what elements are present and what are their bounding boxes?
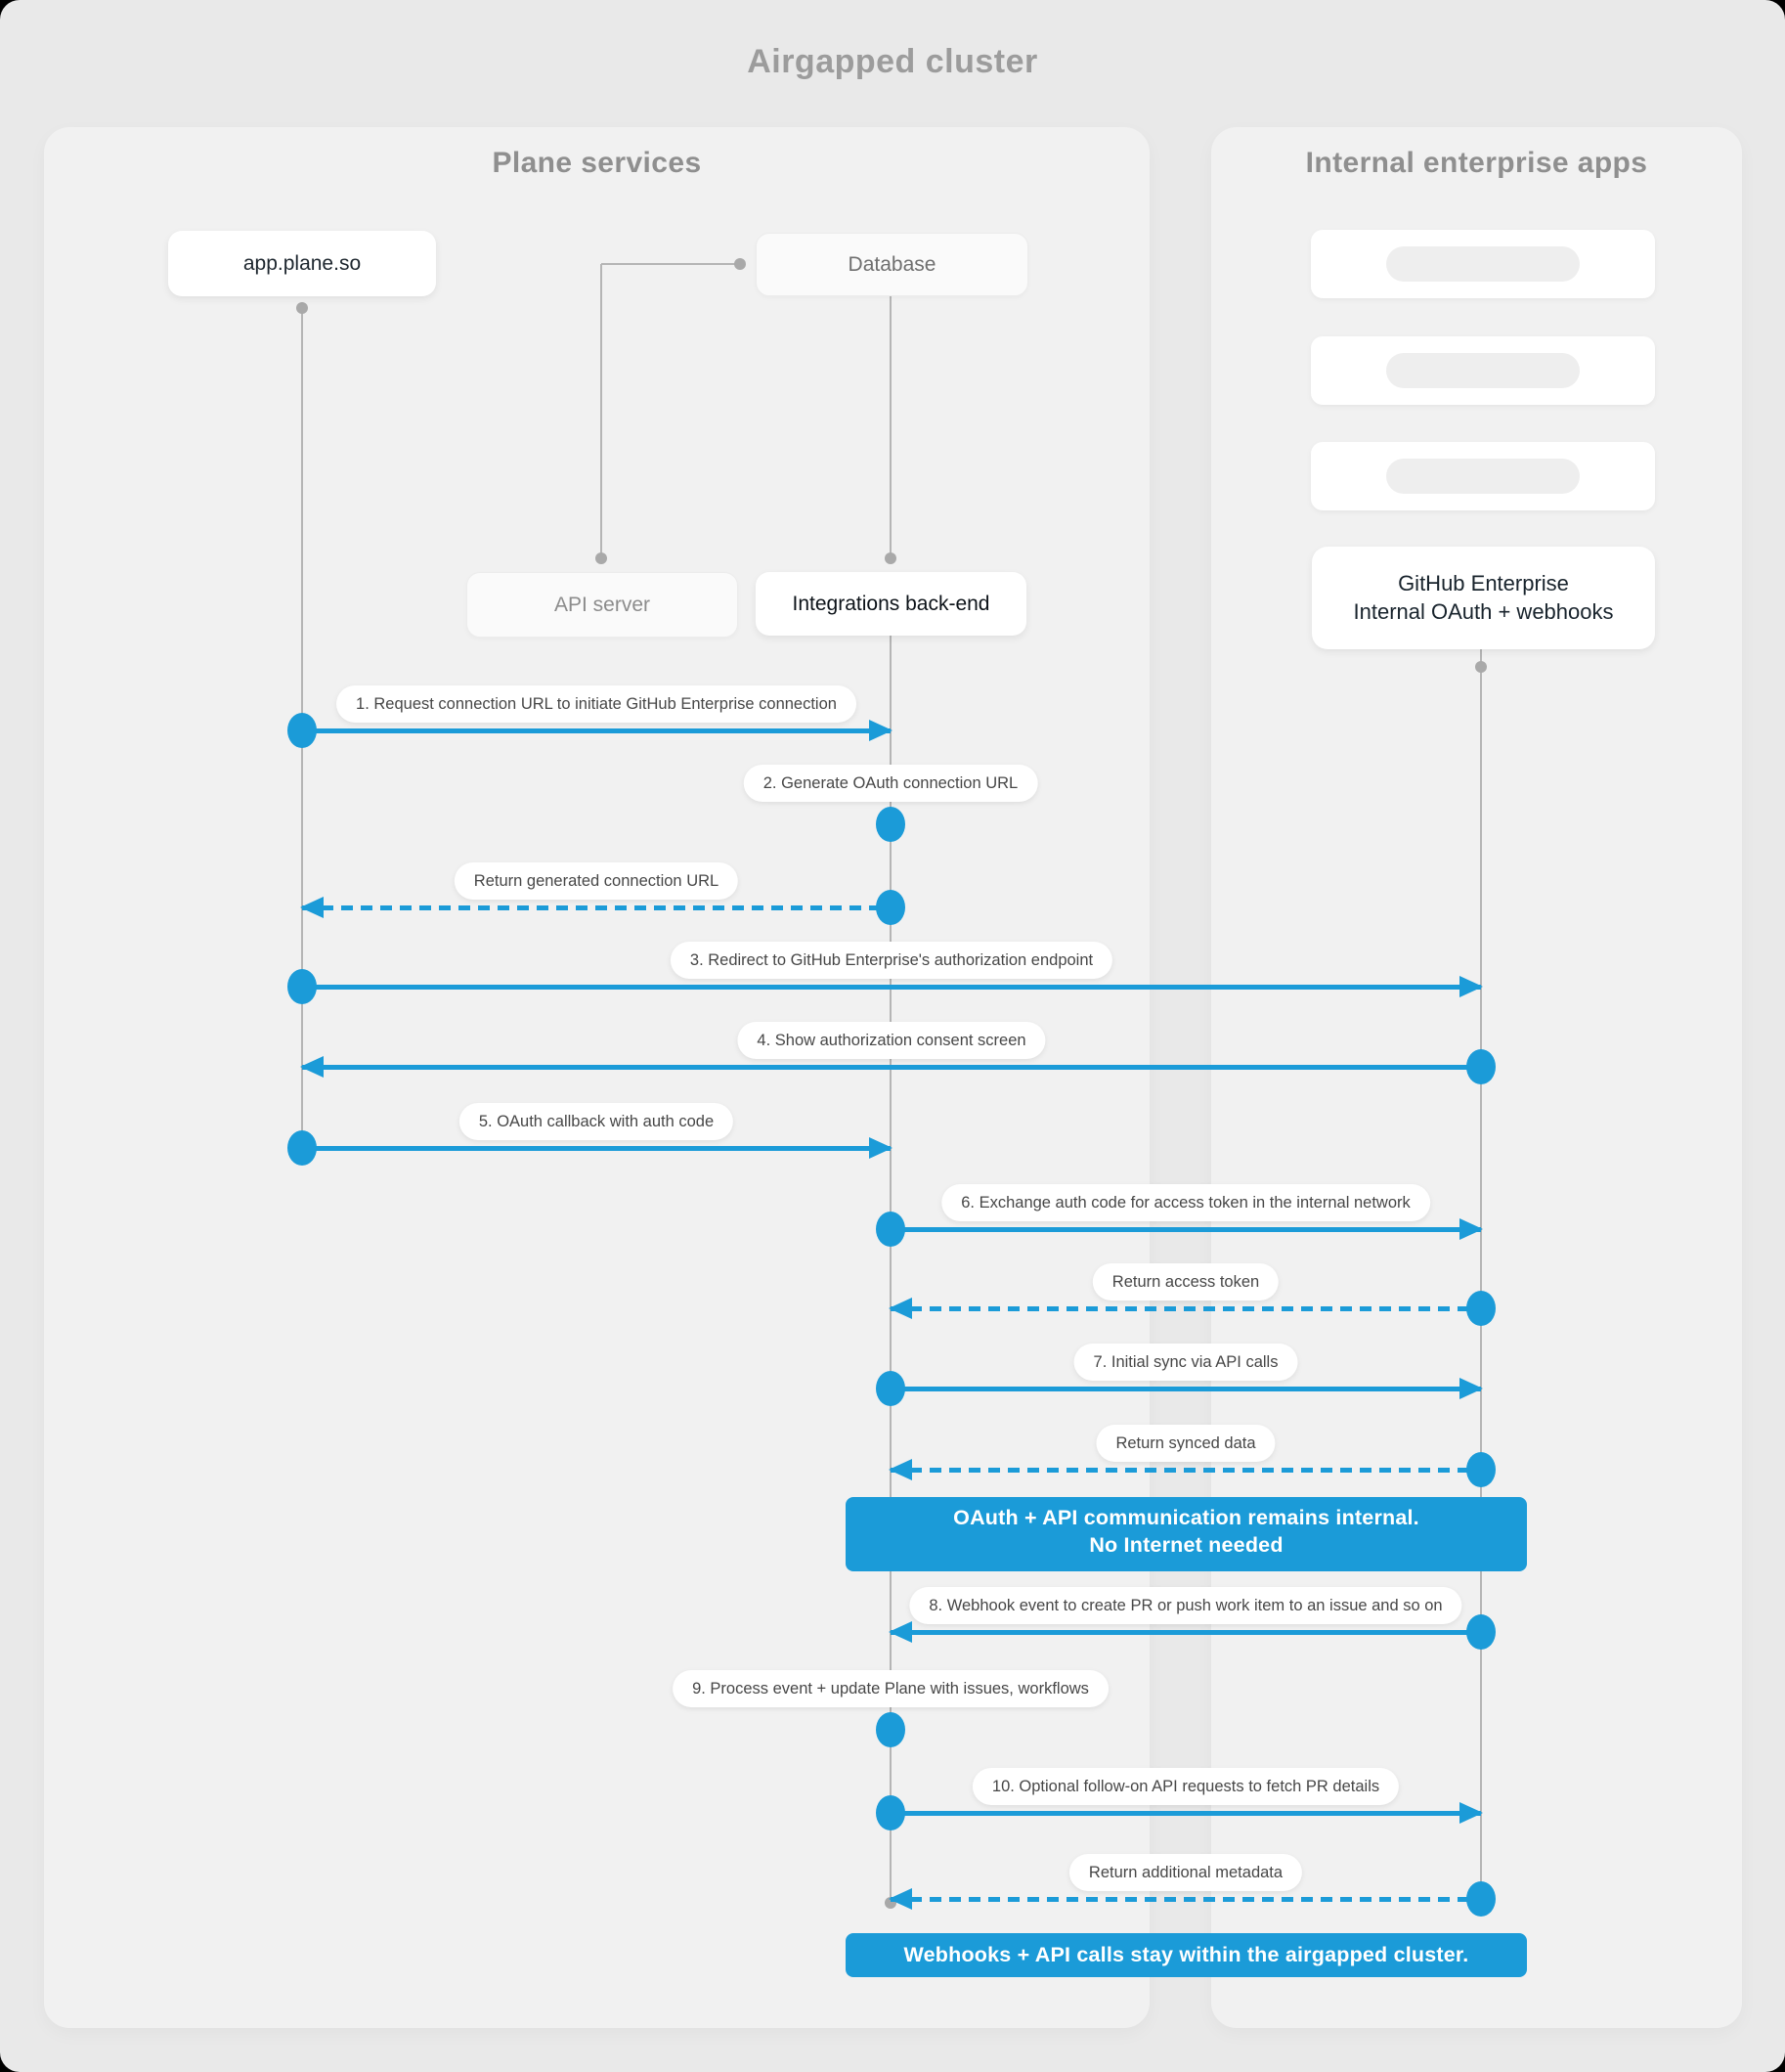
skeleton-text-placeholder bbox=[1386, 353, 1580, 388]
internal-note-line2: No Internet needed bbox=[1089, 1533, 1284, 1557]
message-7-arrow bbox=[876, 1371, 1483, 1406]
skeleton-app-card bbox=[1311, 336, 1655, 405]
message-8-arrow bbox=[889, 1614, 1496, 1650]
activity-dot bbox=[876, 807, 905, 842]
message-5-arrow bbox=[287, 1130, 892, 1166]
source-dot bbox=[1466, 1614, 1496, 1650]
activity-dot bbox=[876, 1712, 905, 1747]
arrowhead-left-icon bbox=[889, 1459, 912, 1480]
internal-note-line1: OAuth + API communication remains intern… bbox=[953, 1506, 1419, 1529]
arrowhead-right-icon bbox=[1459, 1218, 1483, 1240]
plane-services-header: Plane services bbox=[492, 147, 702, 179]
skeleton-app-card bbox=[1311, 442, 1655, 510]
message-return-token: Return access token bbox=[889, 1263, 1496, 1326]
arrowhead-right-icon bbox=[1459, 1378, 1483, 1399]
node-integrations-backend: Integrations back-end bbox=[756, 572, 1026, 636]
message-3-label: 3. Redirect to GitHub Enterprise's autho… bbox=[670, 942, 1113, 979]
lifeline-endpoint-dot bbox=[296, 302, 308, 314]
message-return-token-arrow bbox=[889, 1291, 1496, 1326]
connector-database-api-horizontal bbox=[601, 263, 740, 265]
node-github-enterprise: GitHub Enterprise Internal OAuth + webho… bbox=[1312, 547, 1655, 649]
lifeline-endpoint-dot bbox=[734, 258, 746, 270]
airgapped-note-banner: Webhooks + API calls stay within the air… bbox=[846, 1933, 1527, 1977]
arrowhead-left-icon bbox=[300, 897, 324, 918]
message-return-synced-label: Return synced data bbox=[1096, 1425, 1276, 1462]
message-10: 10. Optional follow-on API requests to f… bbox=[876, 1768, 1483, 1830]
message-6-arrow bbox=[876, 1212, 1483, 1247]
message-2-label: 2. Generate OAuth connection URL bbox=[743, 765, 1038, 802]
internal-note-banner: OAuth + API communication remains intern… bbox=[846, 1497, 1527, 1571]
message-3: 3. Redirect to GitHub Enterprise's autho… bbox=[287, 942, 1483, 1004]
skeleton-app-card bbox=[1311, 230, 1655, 298]
node-github-line2: Internal OAuth + webhooks bbox=[1353, 599, 1614, 624]
arrowhead-left-icon bbox=[889, 1298, 912, 1319]
arrowhead-right-icon bbox=[1459, 1802, 1483, 1824]
lifeline-github bbox=[1480, 649, 1482, 1903]
message-return-metadata: Return additional metadata bbox=[889, 1854, 1496, 1917]
message-4-label: 4. Show authorization consent screen bbox=[737, 1022, 1046, 1059]
source-dot bbox=[876, 890, 905, 925]
node-database: Database bbox=[756, 233, 1028, 296]
arrowhead-left-icon bbox=[889, 1621, 912, 1643]
lifeline-endpoint-dot bbox=[595, 552, 607, 564]
arrowhead-left-icon bbox=[300, 1056, 324, 1078]
node-app-plane-so: app.plane.so bbox=[168, 231, 436, 296]
message-return-metadata-label: Return additional metadata bbox=[1068, 1854, 1303, 1891]
message-2: 2. Generate OAuth connection URL bbox=[734, 765, 1047, 842]
message-9-label: 9. Process event + update Plane with iss… bbox=[673, 1670, 1109, 1707]
skeleton-text-placeholder bbox=[1386, 246, 1580, 282]
arrowhead-right-icon bbox=[869, 1137, 892, 1159]
source-dot bbox=[876, 1795, 905, 1830]
lifeline-endpoint-dot bbox=[885, 552, 896, 564]
diagram-title: Airgapped cluster bbox=[747, 43, 1038, 80]
source-dot bbox=[1466, 1291, 1496, 1326]
source-dot bbox=[1466, 1452, 1496, 1487]
node-github-line1: GitHub Enterprise bbox=[1398, 571, 1569, 595]
message-return-url-label: Return generated connection URL bbox=[454, 862, 739, 900]
message-7: 7. Initial sync via API calls bbox=[876, 1344, 1483, 1406]
connector-database-api-vertical bbox=[600, 264, 602, 553]
message-return-metadata-arrow bbox=[889, 1881, 1496, 1917]
message-7-label: 7. Initial sync via API calls bbox=[1073, 1344, 1298, 1381]
lifeline-endpoint-dot bbox=[1475, 661, 1487, 673]
source-dot bbox=[1466, 1881, 1496, 1917]
message-5-label: 5. OAuth callback with auth code bbox=[458, 1103, 734, 1140]
message-return-url-arrow bbox=[300, 890, 905, 925]
message-return-synced-arrow bbox=[889, 1452, 1496, 1487]
source-dot bbox=[876, 1212, 905, 1247]
message-6-label: 6. Exchange auth code for access token i… bbox=[941, 1184, 1430, 1221]
arrowhead-left-icon bbox=[889, 1888, 912, 1910]
arrowhead-right-icon bbox=[869, 720, 892, 741]
lifeline-integrations bbox=[890, 636, 892, 1903]
message-return-token-label: Return access token bbox=[1092, 1263, 1280, 1301]
message-9: 9. Process event + update Plane with iss… bbox=[673, 1670, 1109, 1747]
arrowhead-right-icon bbox=[1459, 976, 1483, 997]
message-10-arrow bbox=[876, 1795, 1483, 1830]
message-5: 5. OAuth callback with auth code bbox=[287, 1103, 892, 1166]
message-6: 6. Exchange auth code for access token i… bbox=[876, 1184, 1483, 1247]
message-1: 1. Request connection URL to initiate Gi… bbox=[287, 685, 892, 748]
node-api-server: API server bbox=[466, 572, 738, 638]
internal-enterprise-header: Internal enterprise apps bbox=[1305, 147, 1648, 179]
message-1-label: 1. Request connection URL to initiate Gi… bbox=[336, 685, 856, 723]
message-10-label: 10. Optional follow-on API requests to f… bbox=[972, 1768, 1400, 1805]
message-4-arrow bbox=[300, 1049, 1496, 1084]
skeleton-text-placeholder bbox=[1386, 459, 1580, 494]
source-dot bbox=[287, 969, 317, 1004]
source-dot bbox=[1466, 1049, 1496, 1084]
message-3-arrow bbox=[287, 969, 1483, 1004]
plane-services-panel bbox=[44, 127, 1150, 2028]
source-dot bbox=[287, 713, 317, 748]
message-8: 8. Webhook event to create PR or push wo… bbox=[889, 1587, 1496, 1650]
message-1-arrow bbox=[287, 713, 892, 748]
message-8-label: 8. Webhook event to create PR or push wo… bbox=[909, 1587, 1462, 1624]
lifeline-database bbox=[890, 294, 892, 555]
source-dot bbox=[287, 1130, 317, 1166]
source-dot bbox=[876, 1371, 905, 1406]
message-return-synced: Return synced data bbox=[889, 1425, 1496, 1487]
message-return-url: Return generated connection URL bbox=[300, 862, 905, 925]
message-4: 4. Show authorization consent screen bbox=[300, 1022, 1496, 1084]
